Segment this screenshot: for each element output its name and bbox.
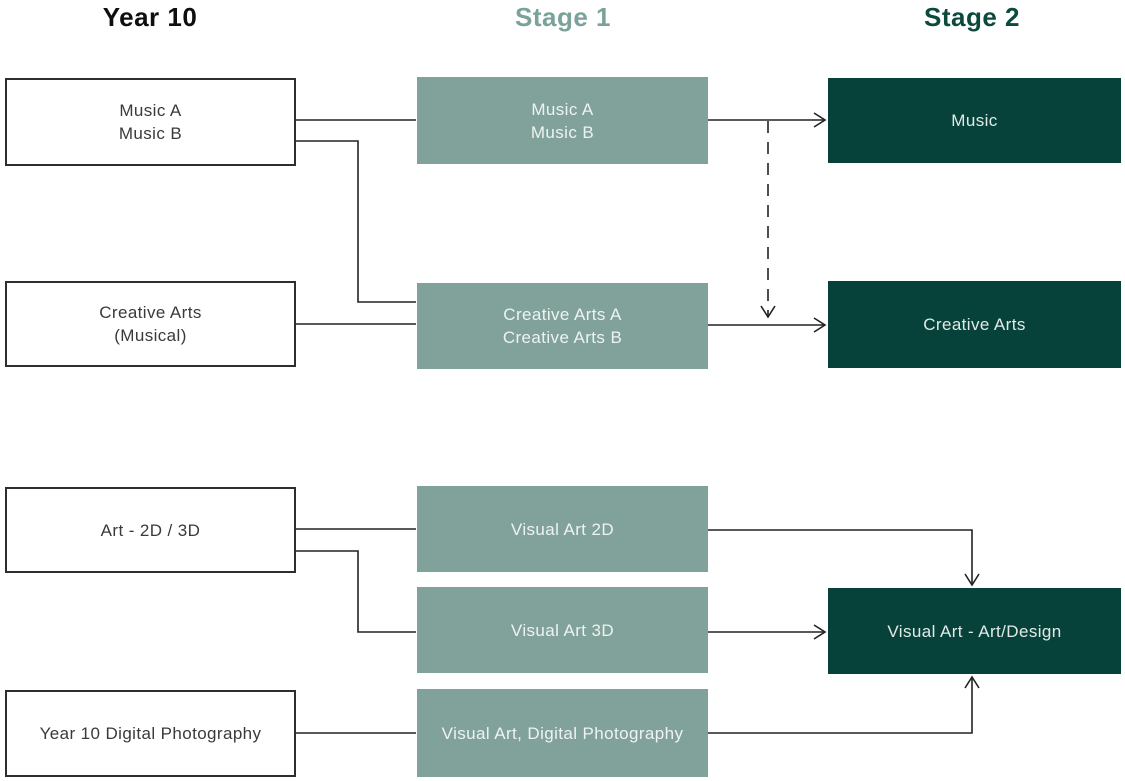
flow-box-label: Visual Art 3D xyxy=(510,620,615,640)
edge-s1-va2d-to-s2-va xyxy=(708,529,980,587)
flow-box-label: Music B xyxy=(118,124,183,143)
flow-box-s2-creative: Creative Arts xyxy=(828,281,1121,368)
flow-box-s1-creative: Creative Arts A Creative Arts B xyxy=(417,283,708,369)
flow-box-label: Visual Art - Art/Design xyxy=(887,621,1062,641)
flow-box-label: Visual Art 2D xyxy=(510,519,615,539)
flow-box-label: Creative Arts A xyxy=(503,305,622,324)
flow-box-label: Creative Arts xyxy=(923,315,1026,334)
flow-box-label: Visual Art, Digital Photography xyxy=(441,723,684,743)
flow-box-label: (Musical) xyxy=(114,326,187,345)
flow-box-label: Music xyxy=(951,111,998,130)
flow-box-s1-va2d: Visual Art 2D xyxy=(417,486,708,572)
flow-box-s2-va: Visual Art - Art/Design xyxy=(828,588,1121,674)
column-header-stage2: Stage 2 xyxy=(924,2,1020,32)
flow-box-label: Art - 2D / 3D xyxy=(100,520,201,540)
column-header-year10: Year 10 xyxy=(102,2,198,32)
flow-box-y10-creative: Creative Arts (Musical) xyxy=(5,281,296,367)
flow-box-label: Music A xyxy=(531,99,594,119)
column-header-stage1: Stage 1 xyxy=(515,2,611,32)
flow-box-label: Music A xyxy=(119,101,182,120)
flow-box-s1-vadp: Visual Art, Digital Photography xyxy=(417,689,708,777)
flow-box-y10-music: Music A Music B xyxy=(5,78,296,166)
edge-s1-vadp-to-s2-va xyxy=(708,675,980,734)
flow-box-label: Creative Arts xyxy=(99,303,202,322)
flow-box-label: Year 10 Digital Photography xyxy=(39,724,262,743)
edge-y10-music-to-s1-creative xyxy=(296,140,416,303)
flow-box-label: Music B xyxy=(530,122,595,142)
flow-box-s1-music: Music A Music B xyxy=(417,77,708,164)
flow-box-y10-photo: Year 10 Digital Photography xyxy=(5,690,296,777)
flow-box-y10-art: Art - 2D / 3D xyxy=(5,487,296,573)
flow-box-label: Creative Arts B xyxy=(502,328,623,347)
flow-box-s2-music: Music xyxy=(828,78,1121,163)
flow-box-s1-va3d: Visual Art 3D xyxy=(417,587,708,673)
edge-y10-art-to-s1-va3d xyxy=(296,550,416,633)
